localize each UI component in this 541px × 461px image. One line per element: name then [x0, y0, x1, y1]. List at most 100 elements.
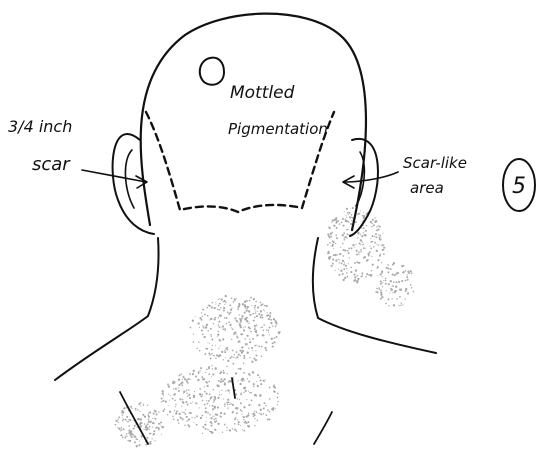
speckle-dot	[273, 318, 275, 320]
speckle-dot	[227, 399, 229, 401]
speckle-dot	[224, 378, 226, 380]
speckle-dot	[226, 323, 228, 325]
speckle-dot	[193, 395, 195, 397]
speckle-dot	[162, 392, 164, 394]
speckle-dot	[346, 229, 347, 230]
speckle-dot	[140, 418, 142, 420]
speckle-dot	[249, 339, 250, 340]
speckle-dot	[201, 394, 202, 395]
speckle-dot	[229, 393, 230, 394]
speckle-dot	[148, 422, 149, 423]
speckle-dot	[149, 433, 151, 435]
speckle-dot	[214, 307, 215, 308]
speckle-dot	[160, 422, 162, 424]
speckle-dot	[332, 259, 334, 261]
speckle-dot	[190, 402, 191, 403]
speckle-dot	[377, 259, 379, 261]
speckle-dot	[360, 249, 362, 251]
speckle-dot	[253, 320, 255, 322]
speckle-dot	[214, 421, 216, 423]
speckle-dot	[269, 387, 271, 389]
speckle-dot	[211, 353, 213, 355]
speckle-dot	[118, 422, 119, 423]
speckle-dot	[243, 327, 244, 328]
speckle-dot	[178, 413, 180, 415]
speckle-dot	[269, 327, 271, 329]
speckle-dot	[230, 403, 231, 404]
speckle-dot	[259, 413, 260, 414]
speckle-dot	[115, 424, 117, 426]
speckle-dot	[125, 437, 127, 439]
speckle-dot	[138, 444, 140, 446]
speckle-dot	[375, 233, 377, 235]
speckle-dot	[350, 223, 352, 225]
speckle-dot	[246, 300, 247, 301]
speckle-dot	[378, 225, 379, 226]
speckle-dot	[134, 436, 136, 438]
speckle-dot	[394, 274, 396, 276]
area-label: area	[410, 179, 444, 197]
speckle-dot	[227, 360, 229, 362]
speckle-dot	[219, 391, 220, 392]
speckle-dot	[401, 302, 402, 303]
speckle-dot	[360, 244, 361, 245]
speckle-dot	[211, 425, 213, 427]
speckle-dot	[233, 357, 235, 359]
speckle-dot	[238, 421, 240, 423]
speckle-dot	[346, 268, 347, 269]
speckle-dot	[347, 250, 348, 251]
speckle-dot	[254, 413, 255, 414]
speckle-dot	[357, 232, 359, 234]
speckle-dot	[257, 420, 258, 421]
speckle-dot	[163, 400, 165, 402]
speckle-dot	[357, 237, 358, 238]
speckle-dot	[223, 370, 225, 372]
speckle-dot	[225, 390, 226, 391]
speckle-dot	[242, 303, 244, 305]
speckle-dot	[181, 405, 182, 406]
speckle-dot	[210, 336, 211, 337]
speckle-dot	[223, 399, 224, 400]
speckle-dot	[243, 416, 245, 418]
speckle-dot	[158, 423, 160, 425]
speckle-dot	[138, 409, 139, 410]
speckle-dot	[199, 350, 201, 352]
speckle-dot	[363, 232, 364, 233]
speckle-dot	[275, 325, 276, 326]
speckle-dot	[154, 440, 155, 441]
speckle-dot	[374, 217, 375, 218]
speckle-dot	[145, 429, 146, 430]
speckle-dot	[245, 326, 246, 327]
speckle-dot	[341, 222, 343, 224]
speckle-dot	[382, 249, 384, 251]
speckle-dot	[350, 267, 352, 269]
speckle-dot	[339, 274, 341, 276]
speckle-dot	[241, 352, 243, 354]
speckle-dot	[123, 419, 125, 421]
speckle-dot	[262, 327, 264, 329]
speckle-dot	[261, 356, 263, 358]
speckle-dot	[403, 265, 404, 266]
speckle-dot	[155, 418, 157, 420]
speckle-dot	[127, 421, 129, 423]
speckle-dot	[344, 277, 346, 279]
speckle-dot	[186, 393, 187, 394]
speckle-dot	[270, 319, 272, 321]
speckle-dot	[183, 376, 185, 378]
speckle-dot	[210, 318, 212, 320]
speckle-dot	[222, 338, 224, 340]
speckle-dot	[228, 380, 230, 382]
speckle-dot	[236, 351, 238, 353]
speckle-dot	[152, 418, 153, 419]
speckle-dot	[254, 317, 256, 319]
speckle-dot	[137, 439, 138, 440]
speckle-dot	[379, 236, 381, 238]
speckle-dot	[201, 312, 202, 313]
speckle-dot	[242, 429, 243, 430]
speckle-dot	[190, 374, 191, 375]
speckle-dot	[178, 422, 179, 423]
speckle-dot	[252, 313, 254, 315]
speckle-dot	[339, 223, 341, 225]
speckle-dot	[135, 408, 137, 410]
speckle-dot	[140, 405, 141, 406]
